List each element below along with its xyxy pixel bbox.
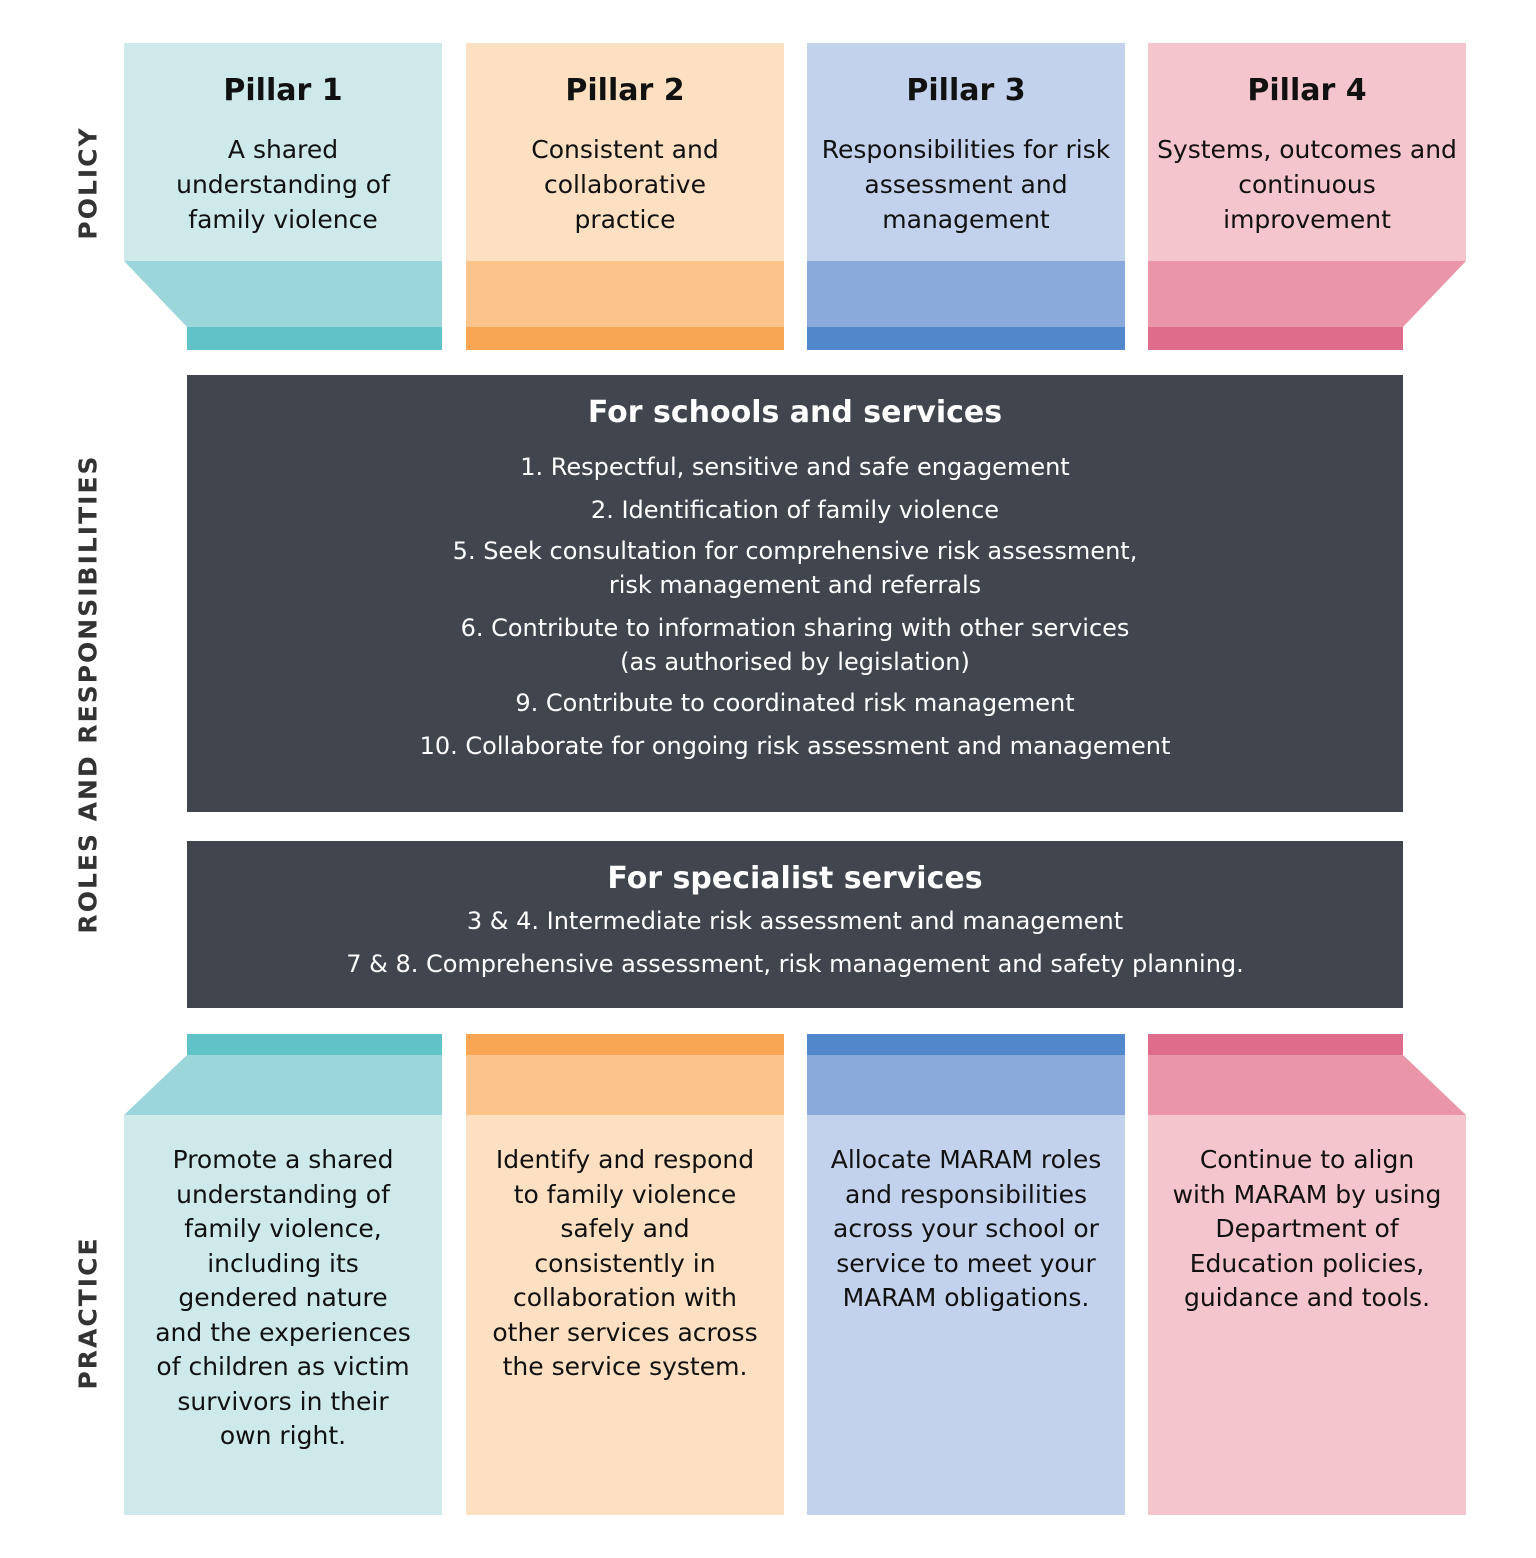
specialist-services-box: For specialist services 3 & 4. Intermedi…: [187, 841, 1403, 1008]
pillar-1-bottom-connector: [124, 1034, 442, 1115]
pillar-4-description: Systems, outcomes and continuous improve…: [1157, 135, 1457, 234]
pillar-4-title: Pillar 4: [1247, 73, 1367, 108]
pillar-4-bottom-connector: [1148, 1034, 1466, 1115]
roles-responsibilities-label: ROLES AND RESPONSIBILITIES: [73, 454, 103, 934]
responsibility-6: 6. Contribute to information sharing wit…: [460, 614, 1130, 676]
practice-2-text: Identify and respond to family violence …: [492, 1145, 758, 1381]
responsibility-2: 2. Identification of family violence: [590, 496, 1000, 524]
responsibility-3-4: 3 & 4. Intermediate risk assessment and …: [466, 907, 1124, 935]
schools-services-box: For schools and services 1. Respectful, …: [187, 375, 1403, 812]
responsibility-9: 9. Contribute to coordinated risk manage…: [515, 689, 1075, 717]
practice-3-card: Allocate MARAM roles and responsibilitie…: [807, 1115, 1125, 1515]
pillar-2-title: Pillar 2: [565, 73, 685, 108]
practice-2-card: Identify and respond to family violence …: [466, 1115, 784, 1515]
responsibility-1: 1. Respectful, sensitive and safe engage…: [520, 453, 1070, 481]
practice-1-text: Promote a shared understanding of family…: [155, 1145, 411, 1450]
pillar-1-card: Pillar 1 A shared understanding of famil…: [124, 43, 442, 261]
pillar-2-description: Consistent and collaborative practice: [531, 135, 719, 234]
pillar-3-description: Responsibilities for risk assessment and…: [821, 135, 1111, 234]
pillar-1-description: A shared understanding of family violenc…: [176, 135, 390, 234]
pillar-2-card: Pillar 2 Consistent and collaborative pr…: [466, 43, 784, 261]
practice-4-card: Continue to align with MARAM by using De…: [1148, 1115, 1466, 1515]
pillar-3-top-connector: [807, 261, 1125, 350]
responsibility-10: 10. Collaborate for ongoing risk assessm…: [419, 732, 1171, 760]
practice-3-text: Allocate MARAM roles and responsibilitie…: [830, 1145, 1102, 1312]
practice-1-card: Promote a shared understanding of family…: [124, 1115, 442, 1515]
practice-4-text: Continue to align with MARAM by using De…: [1172, 1145, 1442, 1312]
pillar-1-top-connector: [124, 261, 442, 350]
pillar-4-top-connector: [1148, 261, 1466, 350]
practice-label: PRACTICE: [73, 1236, 103, 1390]
pillar-3-bottom-connector: [807, 1034, 1125, 1115]
specialist-services-title: For specialist services: [607, 861, 983, 896]
pillar-4-card: Pillar 4 Systems, outcomes and continuou…: [1148, 43, 1466, 261]
pillar-3-title: Pillar 3: [906, 73, 1026, 108]
pillar-2-bottom-connector: [466, 1034, 784, 1115]
pillar-3-card: Pillar 3 Responsibilities for risk asses…: [807, 43, 1125, 261]
pillar-1-title: Pillar 1: [223, 73, 343, 108]
pillar-2-top-connector: [466, 261, 784, 350]
schools-services-title: For schools and services: [587, 395, 1003, 430]
responsibility-5: 5. Seek consultation for comprehensive r…: [452, 537, 1138, 599]
responsibility-7-8: 7 & 8. Comprehensive assessment, risk ma…: [346, 950, 1244, 978]
policy-label: POLICY: [73, 126, 103, 240]
